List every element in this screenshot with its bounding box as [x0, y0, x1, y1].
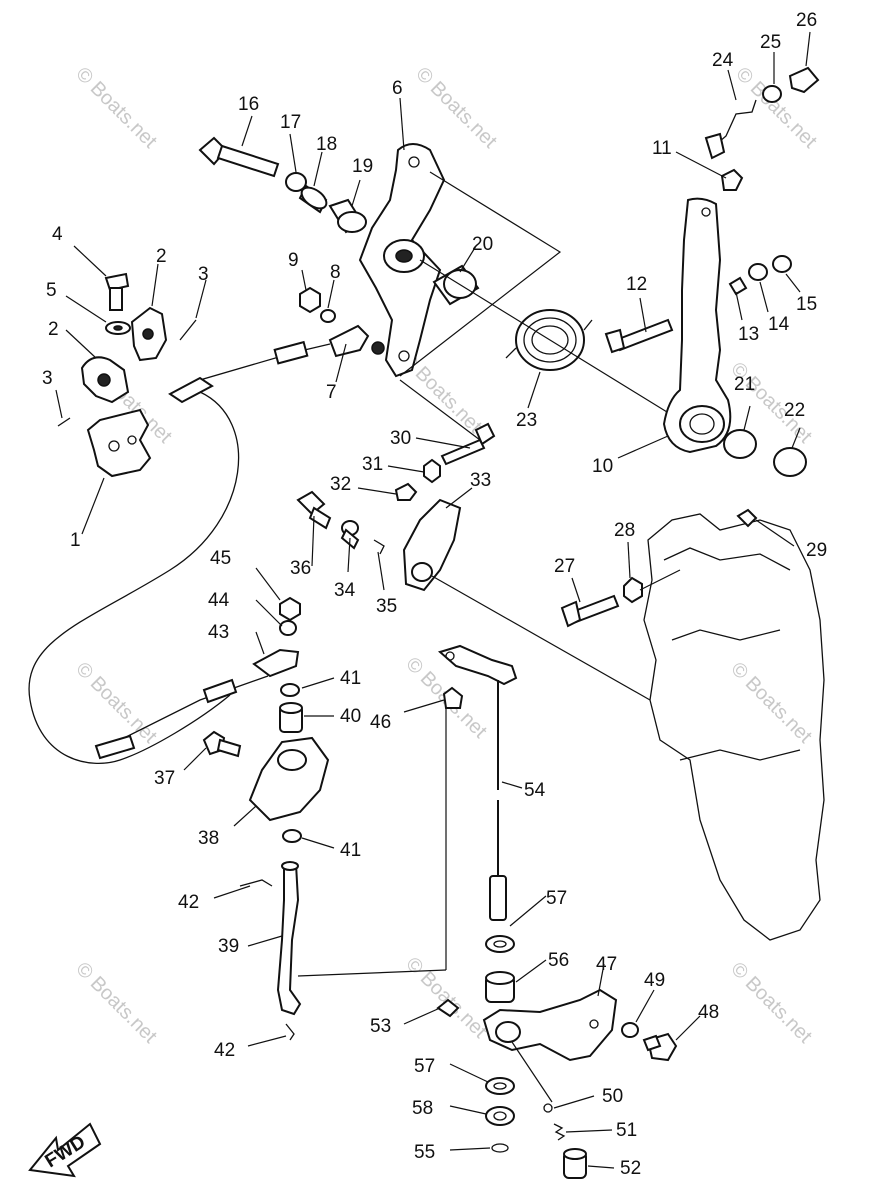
callout-label: 42 — [214, 1040, 235, 1061]
link-lever-part — [662, 197, 732, 454]
callout-label: 20 — [472, 234, 493, 255]
callout-label: 21 — [734, 374, 755, 395]
callout-label: 40 — [340, 706, 361, 727]
callout-label: 13 — [738, 324, 759, 345]
callout-label: 42 — [178, 892, 199, 913]
parts-drawing — [28, 66, 825, 1179]
callout-label: 7 — [326, 382, 337, 403]
callout-label: 14 — [768, 314, 790, 335]
watermark: © Boats.net — [726, 958, 816, 1048]
callout-label: 18 — [316, 134, 337, 155]
callout-label: 16 — [238, 94, 259, 115]
callout-label: 46 — [370, 712, 391, 733]
watermark: © Boats.net — [726, 658, 816, 748]
callout-label: 11 — [652, 138, 672, 159]
callout-label: 17 — [280, 112, 301, 133]
bracket-part — [86, 408, 152, 478]
watermark: © Boats.net — [71, 658, 161, 748]
callout-label: 44 — [208, 590, 230, 611]
fwd-arrow-icon: FWD — [28, 1122, 102, 1178]
callout-label: 1 — [70, 530, 81, 551]
callout-label: 48 — [698, 1002, 719, 1023]
callout-label: 57 — [414, 1056, 435, 1077]
watermark: © Boats.net — [411, 63, 501, 153]
callout-label: 34 — [334, 580, 356, 601]
callout-label: 37 — [154, 768, 175, 789]
callout-label: 50 — [602, 1086, 623, 1107]
callout-label: 49 — [644, 970, 665, 991]
callout-label: 2 — [156, 246, 167, 267]
callout-label: 26 — [796, 10, 817, 31]
callout-label: 38 — [198, 828, 219, 849]
callout-label: 45 — [210, 548, 231, 569]
callout-label: 55 — [414, 1142, 435, 1163]
callout-label: 22 — [784, 400, 805, 421]
callout-label: 4 — [52, 224, 63, 245]
callout-label: 56 — [548, 950, 569, 971]
callout-label: 9 — [288, 250, 299, 271]
callout-label: 24 — [712, 50, 734, 71]
callout-label: 3 — [42, 368, 53, 389]
callout-label: 33 — [470, 470, 491, 491]
callout-label: 5 — [46, 280, 57, 301]
callout-label: 19 — [352, 156, 373, 177]
callout-label: 23 — [516, 410, 537, 431]
callout-label: 58 — [412, 1098, 433, 1119]
callout-label: 53 — [370, 1016, 391, 1037]
shift-bracket-part — [248, 736, 330, 822]
callout-label: 39 — [218, 936, 239, 957]
engine-block-outline — [643, 513, 825, 941]
callout-label: 6 — [392, 78, 403, 99]
callout-label: 51 — [616, 1120, 637, 1141]
callout-label: 47 — [596, 954, 617, 975]
watermark: © Boats.net — [71, 63, 161, 153]
callout-label: 3 — [198, 264, 209, 285]
callout-label: 57 — [546, 888, 567, 909]
callout-label: 41 — [340, 668, 361, 689]
callout-label: 54 — [524, 780, 546, 801]
shift-rod-part — [437, 644, 518, 686]
callout-label: 29 — [806, 540, 827, 561]
leader-lines — [55, 31, 811, 1169]
callout-label: 31 — [362, 454, 383, 475]
callout-label: 35 — [376, 596, 397, 617]
callout-label: 30 — [390, 428, 411, 449]
callout-label: 28 — [614, 520, 635, 541]
callout-label: 10 — [592, 456, 613, 477]
callout-label: 2 — [48, 319, 59, 340]
callout-label: 27 — [554, 556, 575, 577]
callout-label: 41 — [340, 840, 361, 861]
callout-label: 52 — [620, 1158, 641, 1179]
callout-label: 12 — [626, 274, 647, 295]
callout-label: 36 — [290, 558, 311, 579]
shift-shaft-part — [276, 862, 302, 1016]
callout-labels: 1 2 2 3 3 4 5 6 7 8 9 10 11 12 13 14 15 … — [42, 10, 827, 1179]
callout-label: 25 — [760, 32, 781, 53]
watermark: © Boats.net — [71, 958, 161, 1048]
callout-label: 43 — [208, 622, 229, 643]
callout-label: 15 — [796, 294, 817, 315]
lower-bracket-part — [482, 988, 618, 1062]
callout-label: 32 — [330, 474, 351, 495]
callout-label: 8 — [330, 262, 341, 283]
